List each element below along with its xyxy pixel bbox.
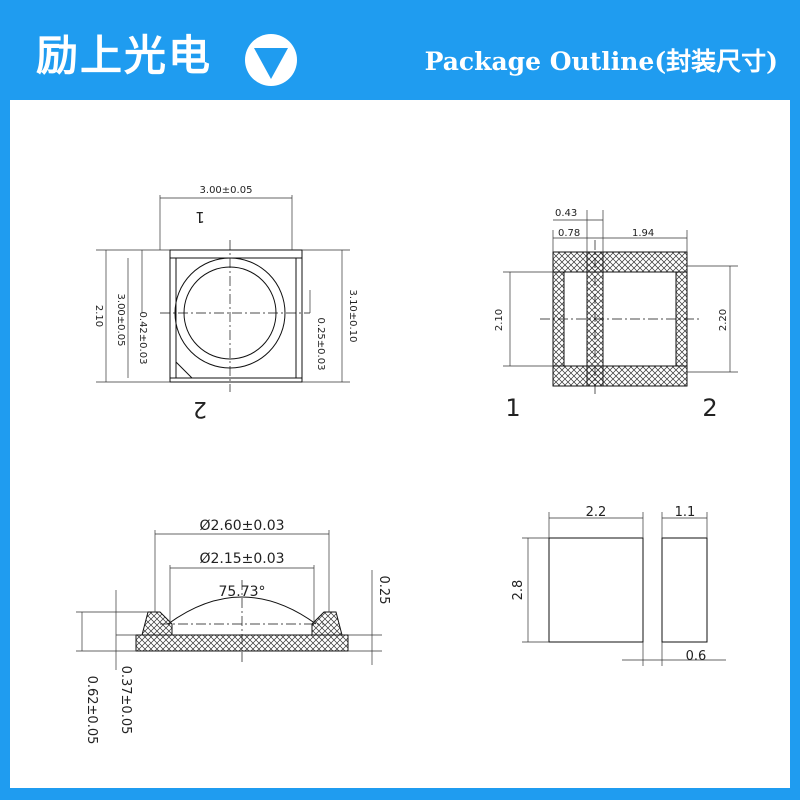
- dim-base-height: 0.37±0.05: [118, 666, 133, 735]
- header: 励上光电 Package Outline(封装尺寸): [0, 0, 800, 100]
- top-view: 3.00±0.05 1 2 2.10 3.00±0.05 0.42±0.03 3…: [93, 185, 358, 421]
- top-view-cup: [175, 257, 297, 379]
- top-view-body: [169, 249, 303, 383]
- dim-outer-diameter: Ø2.60±0.03: [199, 518, 284, 534]
- bottom-pin-2-label: 2: [702, 394, 717, 422]
- pin-1-label: 1: [195, 208, 205, 226]
- dim-top-width: 3.00±0.05: [200, 185, 253, 196]
- dim-angle: 75.73°: [218, 584, 265, 600]
- pad-view: 2.2 1.1 2.8 0.6: [511, 505, 726, 666]
- dim-pad-right: 1.94: [632, 228, 654, 239]
- dim-inner-height: 3.00±0.05: [115, 294, 126, 347]
- dim-total-height: 0.62±0.05: [84, 676, 99, 745]
- pad-2: [661, 537, 708, 643]
- side-view: Ø2.60±0.03 Ø2.15±0.03 75.73° 0.25 0.37±0…: [76, 518, 391, 744]
- dim-pad-height: 2.8: [511, 580, 526, 601]
- polarity-mark: [175, 360, 194, 379]
- drawing-canvas: 3.00±0.05 1 2 2.10 3.00±0.05 0.42±0.03 3…: [10, 100, 790, 788]
- bottom-pin-1-label: 1: [505, 394, 520, 422]
- dim-inner-diameter: Ø2.15±0.03: [199, 551, 284, 567]
- dim-height-left: 2.10: [494, 309, 505, 331]
- dim-left-height: 2.10: [93, 305, 104, 327]
- dim-height-right: 2.20: [718, 309, 729, 331]
- dim-outer-height: 3.10±0.10: [347, 290, 358, 343]
- package-outline-drawing: 3.00±0.05 1 2 2.10 3.00±0.05 0.42±0.03 3…: [76, 185, 738, 744]
- dim-lens-height: 0.25: [376, 576, 391, 605]
- dim-pad-left: 0.78: [558, 228, 580, 239]
- pin-2-label: 2: [193, 396, 207, 421]
- bottom-view: 0.43 0.78 1.94 2.10 2.20 1 2: [494, 208, 738, 422]
- dim-gap: 0.43: [555, 208, 577, 219]
- dim-pad-width: 2.2: [586, 505, 607, 520]
- dim-offset-left: 0.42±0.03: [137, 312, 148, 365]
- dim-pad2-width: 1.1: [675, 505, 696, 520]
- dim-pad-gap: 0.6: [686, 649, 707, 664]
- brand-name: 励上光电: [36, 31, 213, 80]
- down-triangle-in-circle-icon: [245, 34, 297, 86]
- page-title: Package Outline(封装尺寸): [424, 47, 778, 76]
- dim-offset-right: 0.25±0.03: [315, 318, 326, 371]
- side-lens: [167, 596, 317, 625]
- pad-1: [548, 537, 644, 643]
